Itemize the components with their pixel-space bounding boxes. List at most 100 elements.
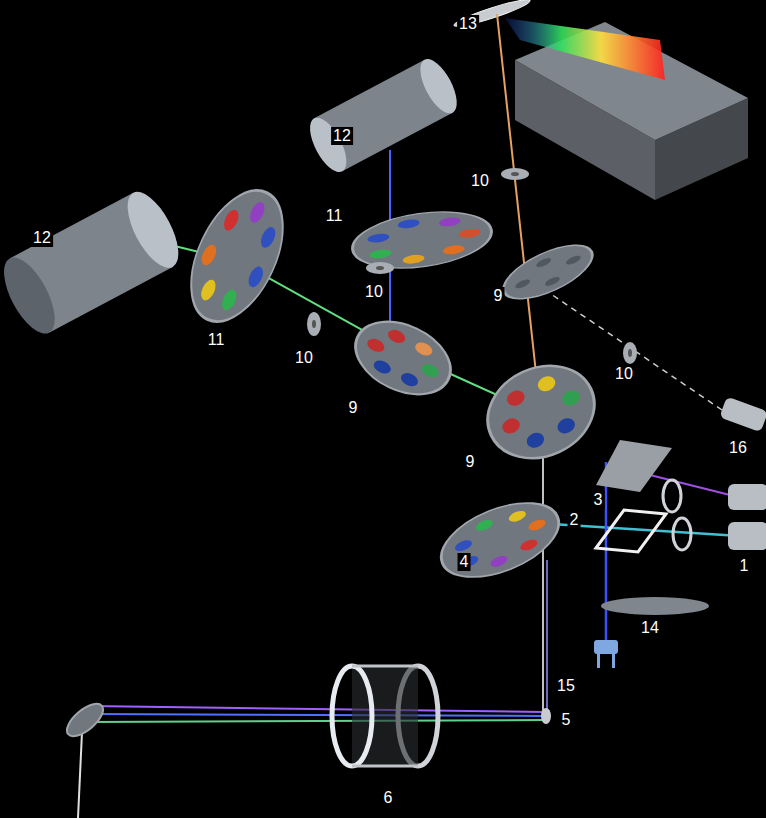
detector-cylinder bbox=[0, 184, 189, 341]
pinhole bbox=[366, 262, 394, 274]
laser bbox=[728, 522, 766, 550]
dichroic-wheel bbox=[372, 358, 393, 376]
excitation-wheel bbox=[453, 538, 473, 553]
filter-disk bbox=[601, 597, 709, 615]
pinhole bbox=[511, 172, 519, 176]
filter-wheel bbox=[198, 278, 218, 303]
callout-number: 6 bbox=[382, 789, 395, 807]
filter-wheel bbox=[402, 254, 425, 265]
dichroic-wheel bbox=[420, 362, 441, 380]
dichroic-wheel bbox=[365, 336, 386, 354]
spectrometer-box bbox=[505, 18, 665, 80]
pinhole bbox=[501, 168, 529, 180]
light-beams bbox=[90, 706, 545, 712]
dichroic-wheel bbox=[565, 254, 582, 267]
pinhole bbox=[376, 266, 384, 270]
callout-number: 16 bbox=[727, 439, 749, 457]
callout-number: 3 bbox=[592, 491, 605, 509]
beam-splitter-cube bbox=[596, 510, 666, 552]
excitation-wheel bbox=[489, 554, 509, 569]
callout-number: 11 bbox=[206, 331, 227, 349]
scan-lens bbox=[352, 665, 418, 668]
detector-cylinder bbox=[117, 184, 188, 275]
led-source bbox=[597, 654, 600, 668]
filter-wheel bbox=[397, 218, 420, 229]
callout-number: 10 bbox=[469, 172, 491, 190]
callout-number: 5 bbox=[560, 711, 573, 729]
dichroic-wheel bbox=[399, 371, 420, 389]
scan-lens bbox=[352, 765, 418, 768]
deflection-mirror bbox=[62, 698, 109, 742]
callout-number: 13 bbox=[457, 15, 479, 33]
filter-wheel bbox=[458, 228, 481, 239]
callout-number: 10 bbox=[293, 349, 315, 367]
laser bbox=[719, 397, 766, 433]
filter-wheel bbox=[221, 208, 241, 233]
light-beams bbox=[90, 714, 545, 716]
dichroic-wheel bbox=[413, 340, 434, 358]
dichroic-wheel bbox=[496, 234, 599, 309]
detector-cylinder bbox=[0, 250, 65, 341]
filter-wheel bbox=[442, 244, 465, 255]
laser bbox=[663, 397, 766, 550]
light-beams bbox=[546, 560, 548, 713]
callout-number: 9 bbox=[464, 453, 477, 471]
dichroic-wheel bbox=[473, 349, 610, 475]
scan-mirror bbox=[541, 708, 551, 724]
filter-wheel bbox=[173, 176, 302, 335]
pinhole bbox=[307, 312, 321, 336]
light-beams bbox=[605, 462, 608, 640]
pinhole bbox=[628, 349, 632, 357]
pinhole bbox=[623, 342, 637, 364]
dichroic-wheel bbox=[560, 388, 582, 409]
scan-lens bbox=[332, 666, 438, 766]
light-beams bbox=[78, 732, 82, 818]
mirror-plate bbox=[596, 440, 672, 492]
pinhole bbox=[307, 168, 637, 364]
dichroic-wheel bbox=[535, 373, 557, 394]
light-beams bbox=[78, 14, 740, 818]
filter-wheel bbox=[247, 200, 267, 225]
filter-disk bbox=[601, 597, 709, 615]
led-source bbox=[594, 640, 618, 654]
filter-wheel bbox=[219, 287, 239, 312]
led-source bbox=[594, 640, 618, 668]
callout-number: 2 bbox=[568, 511, 581, 529]
scan-lens bbox=[332, 666, 372, 766]
filter-wheel bbox=[199, 243, 219, 268]
dichroic-wheel bbox=[473, 349, 610, 475]
scan-mirror bbox=[541, 708, 551, 724]
filter-wheel bbox=[367, 232, 390, 243]
dichroic-wheel bbox=[496, 234, 599, 309]
excitation-wheel bbox=[474, 518, 494, 533]
light-beams bbox=[497, 14, 540, 410]
filter-wheel bbox=[438, 216, 461, 227]
dichroic-wheel bbox=[344, 307, 462, 408]
callout-number: 12 bbox=[331, 127, 353, 145]
callout-number: 9 bbox=[347, 399, 360, 417]
dichroic-wheel bbox=[524, 430, 546, 451]
callout-number: 15 bbox=[555, 677, 577, 695]
callout-number: 12 bbox=[31, 229, 53, 247]
scan-lens bbox=[352, 666, 418, 766]
beam-splitter-cube bbox=[596, 510, 666, 552]
filter-wheel bbox=[246, 264, 266, 289]
filter-wheel bbox=[369, 248, 392, 259]
callout-number: 14 bbox=[639, 619, 661, 637]
excitation-wheel bbox=[507, 509, 527, 524]
callout-number: 10 bbox=[613, 365, 635, 383]
filter-wheel bbox=[173, 176, 302, 335]
callout-number: 10 bbox=[363, 283, 385, 301]
dichroic-wheel bbox=[386, 327, 407, 345]
dichroic-wheel bbox=[535, 256, 552, 269]
excitation-wheel bbox=[527, 517, 547, 532]
callout-number: 11 bbox=[324, 207, 345, 225]
callout-number: 1 bbox=[738, 557, 751, 575]
detector-cylinder bbox=[303, 54, 464, 178]
detector-cylinder bbox=[413, 54, 464, 119]
led-source bbox=[612, 654, 615, 668]
detector-cylinder bbox=[303, 112, 354, 177]
laser bbox=[673, 518, 691, 550]
